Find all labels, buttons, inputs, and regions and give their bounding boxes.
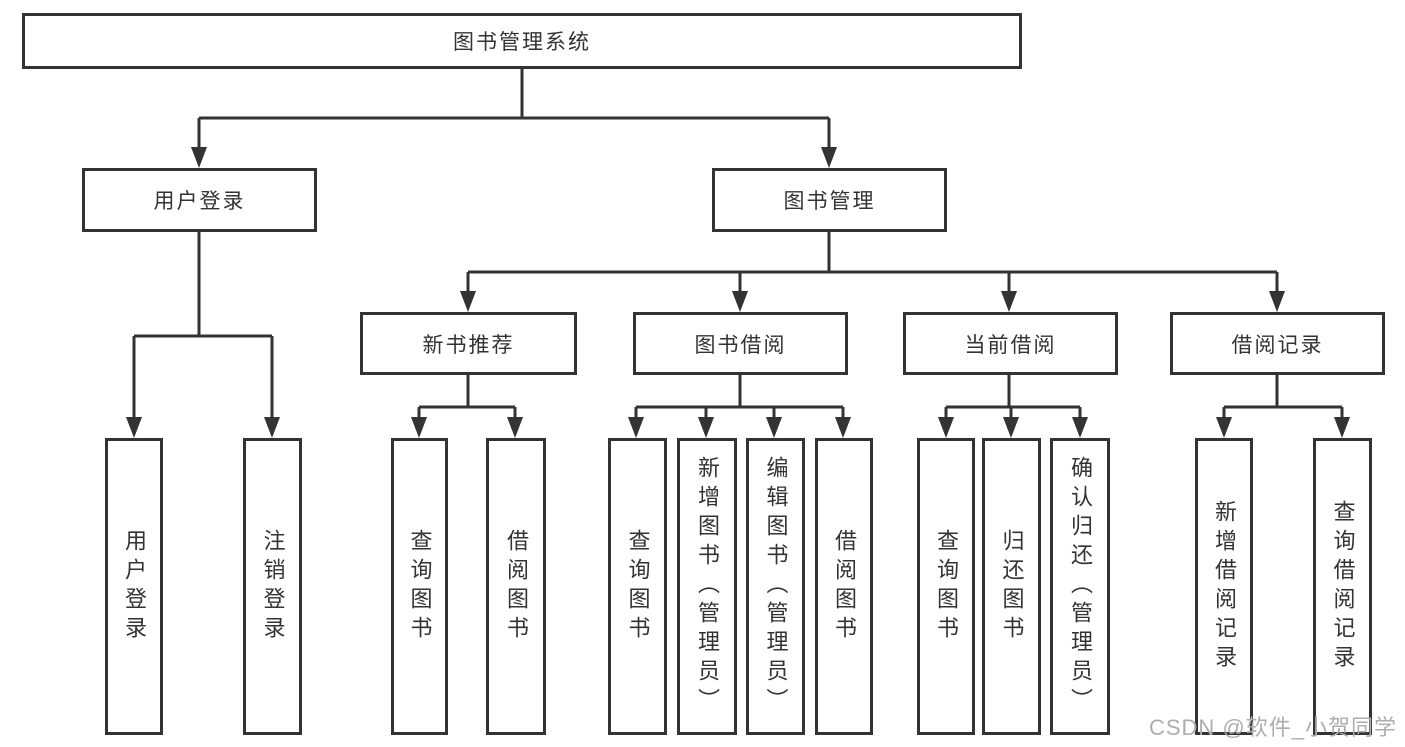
leaf-bb-query-book: 查询图书 <box>608 438 667 735</box>
node-user-login: 用户登录 <box>82 168 317 232</box>
connector-book-borrow <box>634 375 845 420</box>
arrowhead-icon <box>732 291 748 312</box>
arrowhead-icon <box>507 417 523 438</box>
leaf-br-query-record: 查询借阅记录 <box>1313 438 1372 735</box>
arrowhead-icon <box>628 417 644 438</box>
arrowhead-icon <box>1001 291 1017 312</box>
leaf-nr-query-book: 查询图书 <box>391 438 448 735</box>
arrowhead-icon <box>821 147 837 168</box>
arrowhead-icon <box>191 147 207 168</box>
arrowhead-icon <box>1216 417 1232 438</box>
leaf-user-login: 用户登录 <box>105 438 163 735</box>
arrowhead-icon <box>698 417 714 438</box>
node-new-book-recommend: 新书推荐 <box>360 312 577 375</box>
arrowhead-icon <box>460 291 476 312</box>
leaf-bb-edit-book-admin: 编辑图书（管理员） <box>746 438 805 735</box>
connector-borrow-records <box>1222 375 1344 420</box>
leaf-logout: 注销登录 <box>243 438 302 735</box>
arrowhead-icon <box>1072 417 1088 438</box>
leaf-bb-add-book-admin: 新增图书（管理员） <box>677 438 737 735</box>
connector-book-management <box>466 232 1279 294</box>
arrowhead-icon <box>938 417 954 438</box>
arrowhead-icon <box>1269 291 1285 312</box>
node-root: 图书管理系统 <box>22 13 1022 69</box>
arrowhead-icon <box>766 417 782 438</box>
leaf-bb-borrow-book: 借阅图书 <box>815 438 873 735</box>
arrowhead-icon <box>126 417 142 438</box>
connector-root <box>197 69 831 150</box>
connector-current-borrow <box>944 375 1082 420</box>
node-book-borrow: 图书借阅 <box>633 312 848 375</box>
leaf-br-add-record: 新增借阅记录 <box>1195 438 1253 735</box>
connector-user-login <box>132 232 274 420</box>
leaf-cb-return-book: 归还图书 <box>982 438 1041 735</box>
leaf-nr-borrow-book: 借阅图书 <box>486 438 546 735</box>
arrowhead-icon <box>1003 417 1019 438</box>
arrowhead-icon <box>835 417 851 438</box>
leaf-cb-query-book: 查询图书 <box>917 438 975 735</box>
watermark: CSDN @软件_小贺同学 <box>1148 715 1397 740</box>
leaf-cb-confirm-return-admin: 确认归还（管理员） <box>1050 438 1110 735</box>
connector-new-book-recommend <box>417 375 517 420</box>
arrowhead-icon <box>1334 417 1350 438</box>
arrowhead-icon <box>411 417 427 438</box>
node-current-borrow: 当前借阅 <box>903 312 1118 375</box>
node-borrow-records: 借阅记录 <box>1170 312 1385 375</box>
arrowhead-icon <box>264 417 280 438</box>
node-book-management: 图书管理 <box>712 168 947 232</box>
